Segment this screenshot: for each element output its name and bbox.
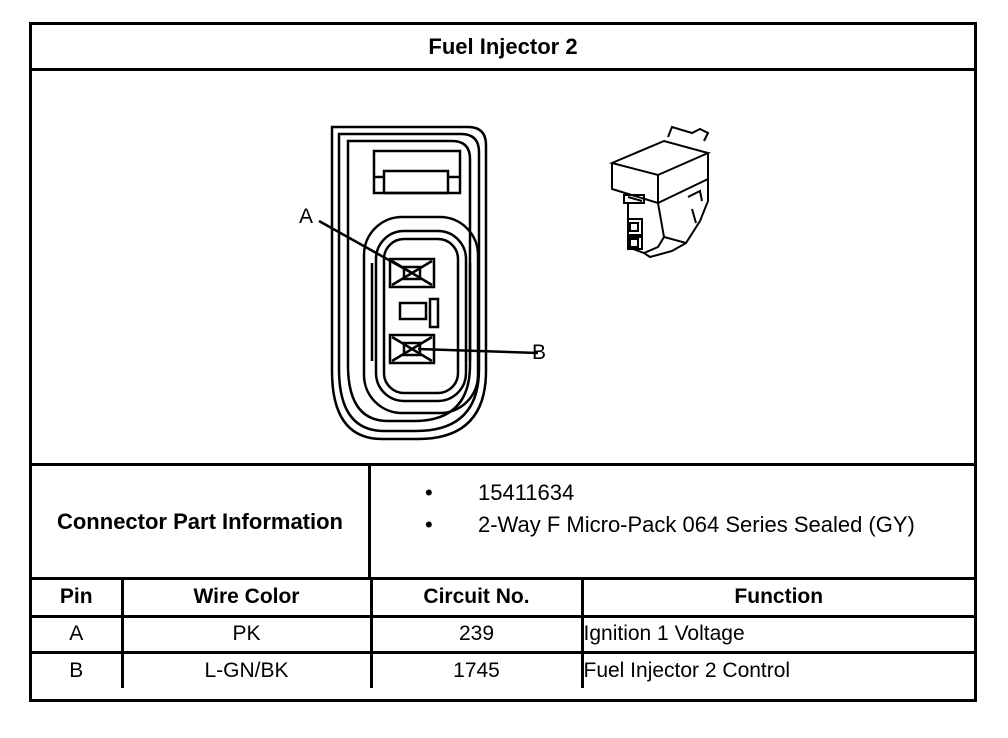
header-wire-color: Wire Color (120, 580, 373, 618)
cell-circuit-no: 239 (369, 614, 584, 654)
header-circuit-no: Circuit No. (369, 580, 584, 618)
table-header-row: Pin Wire Color Circuit No. Function (32, 580, 974, 618)
pin-table: Pin Wire Color Circuit No. Function A PK… (32, 580, 974, 688)
pin-label-a: A (299, 205, 314, 228)
part-number: 15411634 (478, 480, 575, 505)
cell-wire-color: PK (120, 614, 373, 654)
header-function: Function (580, 580, 974, 618)
connector-shell-mid (337, 132, 481, 433)
connector-part-info-list: • 15411634 • 2-Way F Micro-Pack 064 Seri… (371, 466, 974, 577)
header-pin: Pin (32, 580, 124, 618)
connector-description: 2-Way F Micro-Pack 064 Series Sealed (GY… (478, 512, 915, 537)
table-row: A PK 239 Ignition 1 Voltage (32, 614, 974, 654)
pin-label-b: B (532, 341, 547, 364)
connector-drawing: A B (32, 71, 974, 463)
connector-insert (362, 215, 480, 415)
list-item: • 2-Way F Micro-Pack 064 Series Sealed (… (371, 512, 974, 542)
bullet-icon: • (425, 512, 433, 537)
cell-pin: B (32, 650, 124, 688)
connector-part-info: Connector Part Information • 15411634 • … (32, 463, 974, 580)
cell-pin: A (32, 614, 124, 654)
connector-face-view (318, 125, 711, 441)
leader-line-b (417, 347, 539, 355)
leader-line-a (318, 219, 413, 275)
bullet-icon: • (425, 480, 433, 505)
connector-shell-inner (346, 139, 472, 423)
center-key (398, 301, 428, 321)
connector-sheet: Fuel Injector 2 (29, 22, 977, 702)
page-title: Fuel Injector 2 (32, 25, 974, 71)
connector-iso-view (608, 125, 711, 259)
terminal-cavity-a (388, 257, 436, 289)
cell-wire-color: L-GN/BK (120, 650, 373, 688)
cell-function: Fuel Injector 2 Control (580, 650, 974, 688)
cell-function: Ignition 1 Voltage (580, 614, 974, 654)
cell-circuit-no: 1745 (369, 650, 584, 688)
connector-part-info-label: Connector Part Information (32, 466, 371, 577)
connector-shell-outer (330, 125, 488, 441)
table-row: B L-GN/BK 1745 Fuel Injector 2 Control (32, 650, 974, 688)
list-item: • 15411634 (371, 480, 974, 510)
